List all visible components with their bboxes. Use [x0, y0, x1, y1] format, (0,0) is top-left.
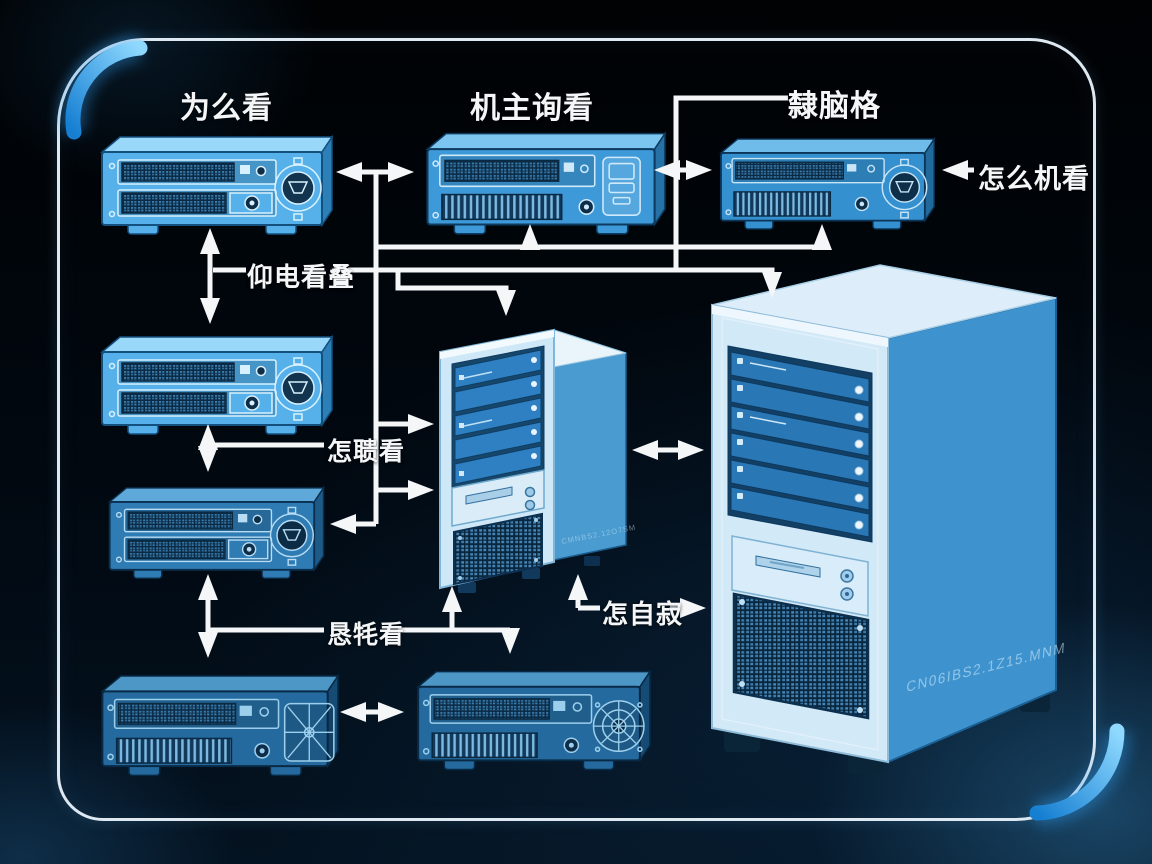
- tower-big-body: CN06IBS2.1Z15.MNM: [711, 264, 1067, 774]
- tower-foot: [522, 568, 540, 579]
- reset-button: [524, 499, 536, 511]
- screw-icon: [739, 681, 745, 687]
- label-right-side: 怎么机看: [978, 164, 1090, 194]
- tower-front-rim: [440, 330, 554, 359]
- label-bottom: 恳牦看: [327, 621, 406, 649]
- label-top-right: 隸脑格: [788, 90, 881, 123]
- desktop-unit-mid-left: [88, 322, 334, 436]
- drive-bay: [454, 445, 542, 485]
- screw-icon: [857, 625, 863, 631]
- drive-bay: [730, 486, 870, 538]
- screw-icon: [534, 558, 538, 562]
- desktop-unit-bottom-middle: [404, 652, 652, 776]
- label-top-left: 为么看: [180, 92, 273, 125]
- tower-mid: CMNBS2.12O7SM: [439, 328, 637, 593]
- tower-io-panel: [731, 535, 869, 617]
- floppy-slot: [755, 555, 821, 578]
- tower-foot: [584, 556, 600, 566]
- drive-bay: [730, 459, 870, 511]
- tower-bay-slots: [454, 349, 542, 485]
- screw-icon: [458, 576, 462, 580]
- label-center: 怎聩看: [327, 438, 406, 466]
- tower-mid-body: CMNBS2.12O7SM: [439, 328, 637, 593]
- tower-big: CN06IBS2.1Z15.MNM: [711, 264, 1067, 774]
- drive-bay: [454, 421, 542, 461]
- desktop-unit-top-left: [88, 122, 334, 236]
- floppy-slot: [465, 486, 513, 505]
- label-mid-left: 仰电看叠: [247, 262, 356, 292]
- front-grille: [732, 592, 870, 720]
- drive-bay: [454, 397, 542, 437]
- power-button: [524, 486, 536, 498]
- screw-icon: [534, 518, 538, 522]
- drive-bay: [454, 373, 542, 413]
- drive-bay: [730, 378, 870, 430]
- desktop-unit-top-middle: [413, 118, 667, 236]
- tower-front-rim: [712, 305, 888, 347]
- screw-icon: [458, 536, 462, 540]
- front-grille: [453, 512, 543, 586]
- tower-foot: [458, 582, 476, 593]
- screw-icon: [857, 707, 863, 713]
- tower-bay-slots: [730, 351, 870, 538]
- label-top-middle: 机主询看: [470, 92, 594, 125]
- drive-bay: [730, 351, 870, 403]
- tower-front-frame: [721, 317, 879, 751]
- border-frame: [57, 38, 1096, 821]
- drive-bay: [730, 405, 870, 457]
- label-tower: 怎自寂: [602, 599, 684, 629]
- desktop-unit-bottom-left: [88, 658, 340, 780]
- desktop-unit-top-right: [708, 122, 936, 234]
- drive-bay: [454, 349, 542, 389]
- screw-icon: [739, 599, 745, 605]
- desktop-unit-lower-left: [88, 474, 334, 580]
- drive-bay: [730, 432, 870, 484]
